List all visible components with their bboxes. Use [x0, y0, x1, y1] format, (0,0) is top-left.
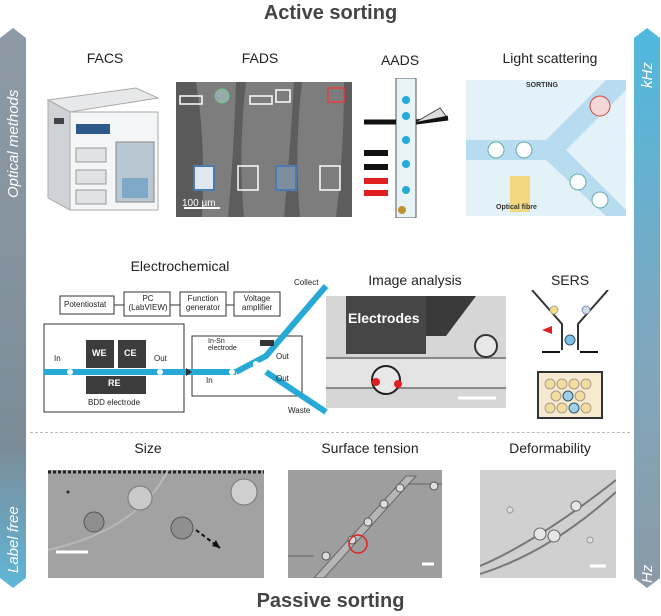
voltage-amplifier-label: Voltage amplifier	[241, 294, 273, 312]
in-label: In	[54, 354, 61, 363]
in-label-2: In	[206, 376, 213, 385]
facs-instrument-image	[36, 78, 166, 218]
re-label: RE	[108, 378, 121, 388]
deformability-micrograph	[480, 470, 616, 578]
label-free-label: Label free	[5, 506, 22, 573]
surface-tension-label: Surface tension	[321, 440, 419, 456]
fads-label: FADS	[241, 50, 279, 66]
right-gradient-bar: kHz Hz	[634, 28, 660, 588]
sers-label: SERS	[550, 272, 590, 288]
image-analysis-label: Image analysis	[368, 272, 462, 288]
potentiostat-label: Potentiostat	[64, 300, 107, 309]
out-label: Out	[154, 354, 167, 363]
deformability-label: Deformability	[509, 440, 591, 456]
aads-schematic	[362, 78, 454, 218]
function-generator-label: Function generator	[185, 294, 221, 312]
out-label-3: Out	[276, 374, 289, 383]
hz-label: Hz	[639, 564, 656, 583]
waste-label: Waste	[288, 406, 311, 415]
aads-label: AADS	[380, 52, 420, 68]
fads-micrograph: 100 µm	[176, 82, 352, 217]
sorting-label: SORTING	[526, 82, 558, 89]
electrochemical-label: Electrochemical	[130, 258, 230, 274]
facs-label: FACS	[86, 50, 124, 66]
surface-tension-micrograph	[288, 470, 442, 578]
out-label-2: Out	[276, 352, 289, 361]
khz-label: kHz	[639, 62, 656, 88]
pc-label: PC (LabVIEW)	[128, 294, 168, 312]
we-label: WE	[92, 348, 107, 358]
active-sorting-title: Active sorting	[263, 2, 398, 24]
passive-sorting-title: Passive sorting	[256, 590, 405, 612]
section-divider	[30, 432, 630, 433]
size-label: Size	[134, 440, 162, 456]
size-micrograph	[48, 470, 264, 578]
optical-methods-label: Optical methods	[5, 89, 22, 198]
electrochemical-schematic: Potentiostat PC (LabVIEW) Function gener…	[36, 276, 332, 416]
electrodes-label: Electrodes	[348, 310, 420, 326]
ce-label: CE	[124, 348, 137, 358]
optical-fibre-label: Optical fibre	[496, 204, 537, 211]
fads-scale-label: 100 µm	[182, 198, 216, 209]
image-analysis-micrograph: Electrodes	[326, 296, 506, 408]
sers-schematic	[528, 290, 612, 420]
bdd-electrode-label: BDD electrode	[88, 398, 141, 407]
light-scattering-label: Light scattering	[502, 50, 598, 66]
light-scattering-schematic: SORTING Optical fibre	[466, 80, 626, 216]
collect-label: Collect	[294, 278, 319, 287]
left-gradient-bar: Optical methods Label free	[0, 28, 26, 588]
in-sn-electrode-label: In-Sn electrode	[208, 338, 237, 352]
